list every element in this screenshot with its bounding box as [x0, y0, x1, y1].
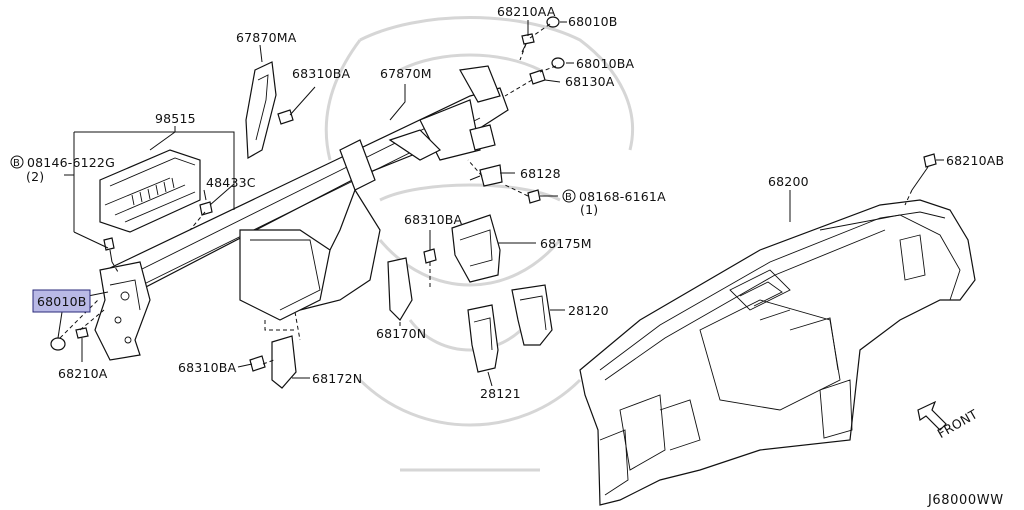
washer-68010ba[interactable]: [551, 57, 565, 69]
label-68128: 68128: [520, 166, 561, 181]
steering-member-67870m[interactable]: [94, 65, 509, 361]
bolt-symbol-08146: B: [13, 158, 20, 169]
label-68310ba-mid: 68310BA: [404, 212, 463, 227]
label-68175m: 68175M: [540, 236, 592, 251]
label-68010b-left: 68010B: [37, 294, 87, 309]
highlight-68010b-left: [32, 289, 91, 313]
label-68130a: 68130A: [565, 74, 615, 89]
nut-68310ba-mid[interactable]: [423, 248, 437, 264]
part-labels: 98515 B 08146-6122G (2) 48433C 67870MA 6…: [10, 4, 1004, 401]
bracket-67870ma[interactable]: [245, 61, 277, 160]
label-68210aa: 68210AA: [497, 4, 556, 19]
label-28121: 28121: [480, 386, 521, 401]
label-68172n: 68172N: [312, 371, 362, 386]
washer-68010b-left[interactable]: [50, 337, 66, 351]
nut-68310ba-low[interactable]: [249, 355, 266, 372]
passenger-airbag-module-98515[interactable]: [99, 149, 201, 233]
front-label: FRONT: [935, 406, 980, 441]
nut-68130a[interactable]: [529, 69, 546, 85]
bracket-68172n[interactable]: [271, 335, 297, 389]
label-08146-qty: (2): [26, 169, 44, 184]
label-68210a: 68210A: [58, 366, 108, 381]
bolt-68210ab[interactable]: [911, 153, 937, 191]
bolt-symbol-icon-08168: [562, 189, 576, 203]
label-28120: 28120: [568, 303, 609, 318]
label-08168-6161a: 08168-6161A: [579, 189, 666, 204]
label-68310ba-top: 68310BA: [292, 66, 351, 81]
leader-lines: [57, 20, 944, 387]
label-68010b-top: 68010B: [568, 14, 618, 29]
bolt-08168-6161a[interactable]: [527, 189, 541, 204]
bracket-28120[interactable]: [511, 284, 553, 346]
bolt-68210aa[interactable]: [521, 33, 535, 53]
screw-08146-6122g[interactable]: [103, 237, 115, 263]
bracket-28121[interactable]: [467, 304, 499, 373]
label-68210ab: 68210AB: [946, 153, 1004, 168]
label-68170n: 68170N: [376, 326, 426, 341]
nut-68310ba-top[interactable]: [277, 109, 294, 125]
front-arrow-icon: [917, 400, 947, 431]
bolt-68210a[interactable]: [75, 327, 89, 348]
diagram-code: J68000WW: [927, 493, 1004, 508]
instrument-panel-68200[interactable]: [579, 199, 976, 506]
label-68310ba-low: 68310BA: [178, 360, 237, 375]
label-68010ba: 68010BA: [576, 56, 635, 71]
bracket-68170n[interactable]: [387, 257, 413, 321]
bolt-symbol-08168: B: [565, 192, 572, 203]
label-68200: 68200: [768, 174, 809, 189]
label-08146-6122g: 08146-6122G: [27, 155, 115, 170]
bolt-symbol-icon-08146: [10, 155, 24, 169]
clip-68128[interactable]: [469, 164, 503, 187]
label-98515: 98515: [155, 111, 196, 126]
bracket-68175m[interactable]: [451, 214, 501, 283]
label-08168-qty: (1): [580, 202, 598, 217]
label-48433c: 48433C: [206, 175, 256, 190]
bolt-48433c[interactable]: [199, 189, 213, 216]
label-67870m: 67870M: [380, 66, 432, 81]
label-67870ma: 67870MA: [236, 30, 297, 45]
